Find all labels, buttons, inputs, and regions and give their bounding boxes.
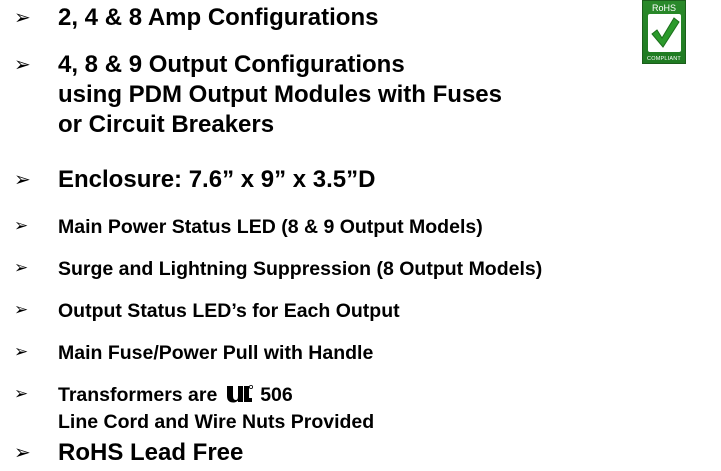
checkmark-icon xyxy=(648,14,681,52)
feature-text: Output Status LED’s for Each Output xyxy=(58,300,400,322)
feature-text: Enclosure: 7.6” x 9” x 3.5”D xyxy=(58,166,376,193)
arrow-bullet-icon: ➢ xyxy=(14,440,31,464)
feature-text: Main Fuse/Power Pull with Handle xyxy=(58,342,374,364)
arrow-bullet-icon: ➢ xyxy=(14,5,31,29)
feature-text: Main Power Status LED (8 & 9 Output Mode… xyxy=(58,216,483,238)
arrow-bullet-icon: ➢ xyxy=(14,384,29,404)
feature-text: 2, 4 & 8 Amp Configurations xyxy=(58,4,379,31)
arrow-bullet-icon: ➢ xyxy=(14,300,29,320)
arrow-bullet-icon: ➢ xyxy=(14,342,29,362)
arrow-bullet-icon: ➢ xyxy=(14,167,31,191)
feature-text: RoHS Lead Free xyxy=(58,439,244,466)
feature-text: Surge and Lightning Suppression (8 Outpu… xyxy=(58,258,543,280)
ul-listed-icon xyxy=(225,384,253,410)
arrow-bullet-icon: ➢ xyxy=(14,258,29,278)
rohs-compliant-badge: RoHS COMPLIANT xyxy=(642,0,686,64)
feature-text: Transformers are 506 Line Cord and Wire … xyxy=(58,384,375,433)
feature-text: 4, 8 & 9 Output Configurations using PDM… xyxy=(58,51,502,138)
arrow-bullet-icon: ➢ xyxy=(14,52,31,76)
arrow-bullet-icon: ➢ xyxy=(14,216,29,236)
